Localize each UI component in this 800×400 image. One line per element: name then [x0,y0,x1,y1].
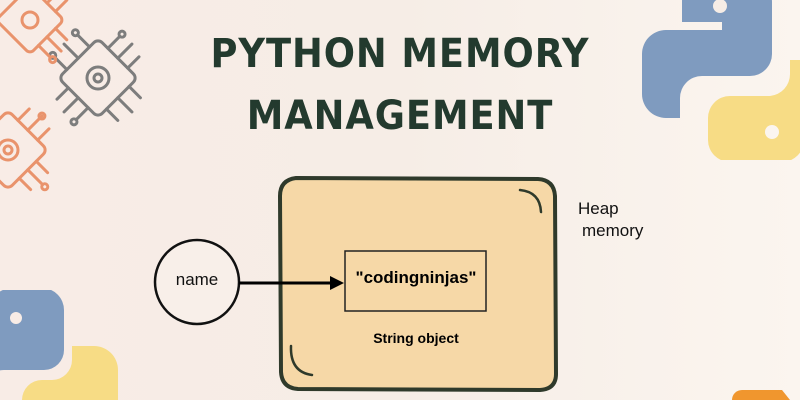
title-line-1: PYTHON MEMORY [210,31,590,77]
heap-label-line-2: memory [582,221,644,240]
title-line-2: MANAGEMENT [246,93,554,139]
python-logo-bottom-left [0,290,118,400]
string-object-caption: String object [373,330,459,346]
string-object-box [344,250,487,312]
chip-icon-orange-small [0,107,51,192]
arrow-head [330,276,344,290]
string-object-value: "codingninjas" [355,268,477,287]
circuit-chip-icons [0,0,142,192]
heap-label-line-1: Heap [578,199,619,218]
heap-memory-label: Heap memory [578,198,644,242]
chip-icon-gray [48,28,142,127]
chip-icon-orange [0,0,69,65]
python-logo-top-right [642,0,800,160]
variable-name-label: name [175,270,219,289]
orange-corner-shape [732,390,790,400]
